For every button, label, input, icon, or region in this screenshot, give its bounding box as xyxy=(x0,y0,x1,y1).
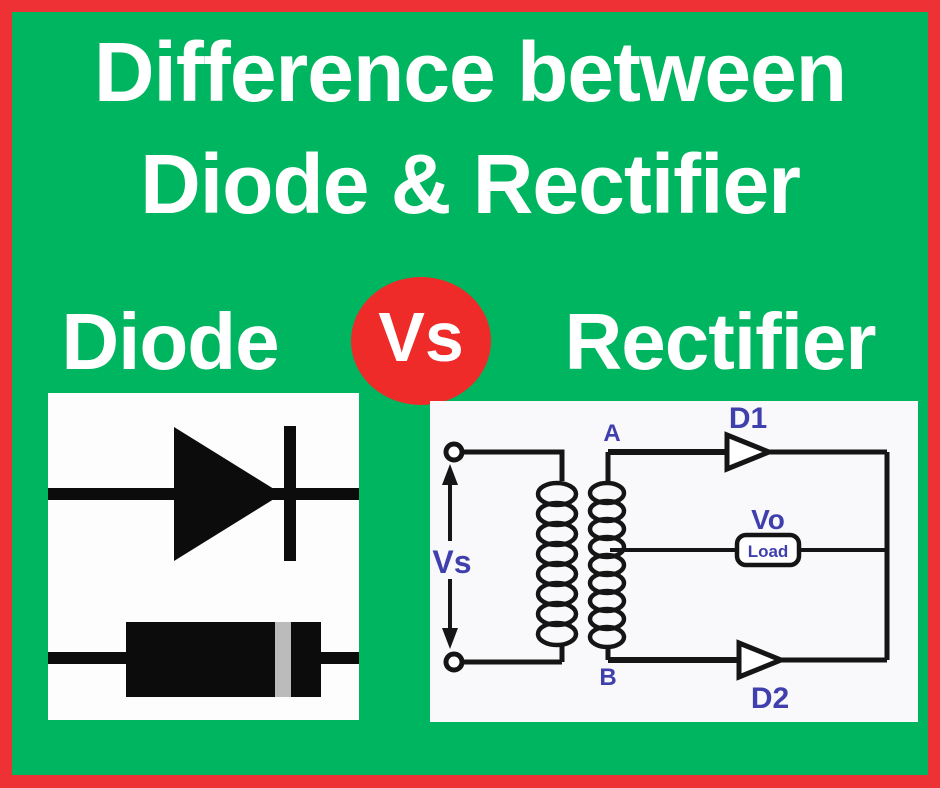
tap-a-label: A xyxy=(603,420,620,447)
diode-d1-label: D1 xyxy=(729,402,767,435)
diode-d2-icon xyxy=(736,639,788,681)
title-line-2: Diode & Rectifier xyxy=(140,137,801,231)
vs-arrow-icon xyxy=(442,464,458,649)
load-label: Load xyxy=(748,542,789,561)
page-title: Difference between Diode & Rectifier xyxy=(0,16,940,240)
transformer-primary-coil-icon xyxy=(535,480,579,648)
output-voltage-label: Vo xyxy=(751,504,785,535)
diode-cathode-bar-icon xyxy=(284,426,296,561)
rectifier-circuit-diagram-icon: Vs A B D1 D2 Vo Load xyxy=(432,402,890,715)
diode-cathode-band-icon xyxy=(275,622,291,697)
diode-schematic-symbol-icon xyxy=(48,426,359,697)
input-terminal-top-icon xyxy=(443,441,465,463)
input-terminal-bottom-icon xyxy=(443,651,465,673)
diode-panel xyxy=(48,393,359,720)
tap-b-label: B xyxy=(599,664,616,691)
rectifier-heading: Rectifier xyxy=(564,297,876,386)
transformer-secondary-coil-icon xyxy=(587,480,627,650)
rectifier-panel: Vs A B D1 D2 Vo Load xyxy=(430,401,918,722)
diode-d1-icon xyxy=(724,431,776,473)
diode-d2-label: D2 xyxy=(751,682,789,715)
vs-badge-text: Vs xyxy=(378,298,464,376)
diode-physical-package-icon xyxy=(48,622,359,697)
diode-body-icon xyxy=(126,622,321,697)
vs-badge: Vs xyxy=(351,277,491,405)
diode-symbol-icon xyxy=(48,426,359,561)
diode-anode-triangle-icon xyxy=(174,427,282,561)
source-voltage-label: Vs xyxy=(432,544,471,580)
title-line-1: Difference between xyxy=(93,25,847,119)
diode-heading: Diode xyxy=(61,297,279,386)
